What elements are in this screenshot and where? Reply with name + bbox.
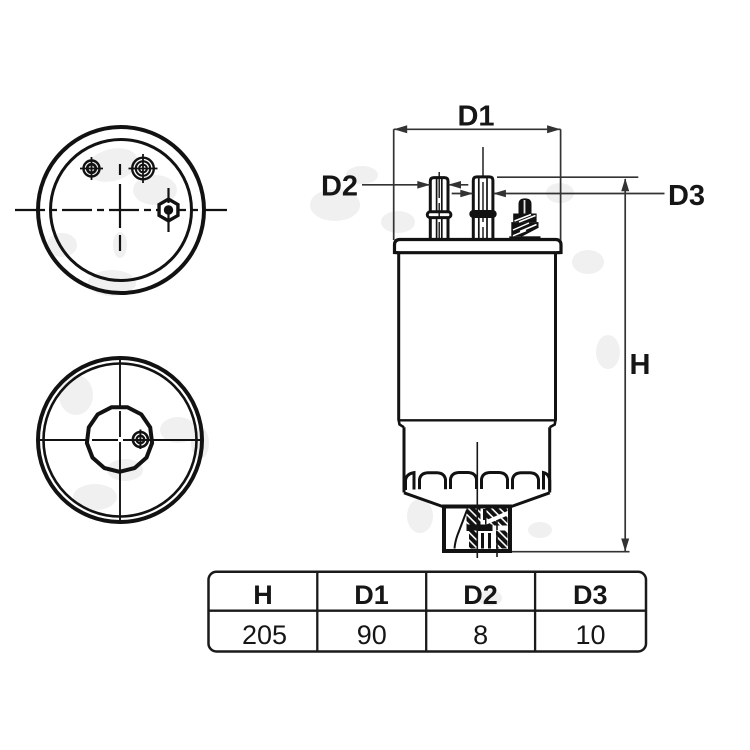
svg-text:90: 90 <box>357 620 387 650</box>
svg-text:D1: D1 <box>457 101 494 133</box>
svg-text:D3: D3 <box>573 580 608 610</box>
svg-text:D2: D2 <box>321 171 358 203</box>
svg-text:D3: D3 <box>668 180 705 212</box>
svg-text:205: 205 <box>242 620 287 650</box>
svg-text:8: 8 <box>473 620 488 650</box>
svg-text:D1: D1 <box>354 580 389 610</box>
svg-text:H: H <box>630 349 651 381</box>
svg-text:D2: D2 <box>463 580 498 610</box>
svg-text:H: H <box>253 580 273 610</box>
svg-text:10: 10 <box>575 620 605 650</box>
